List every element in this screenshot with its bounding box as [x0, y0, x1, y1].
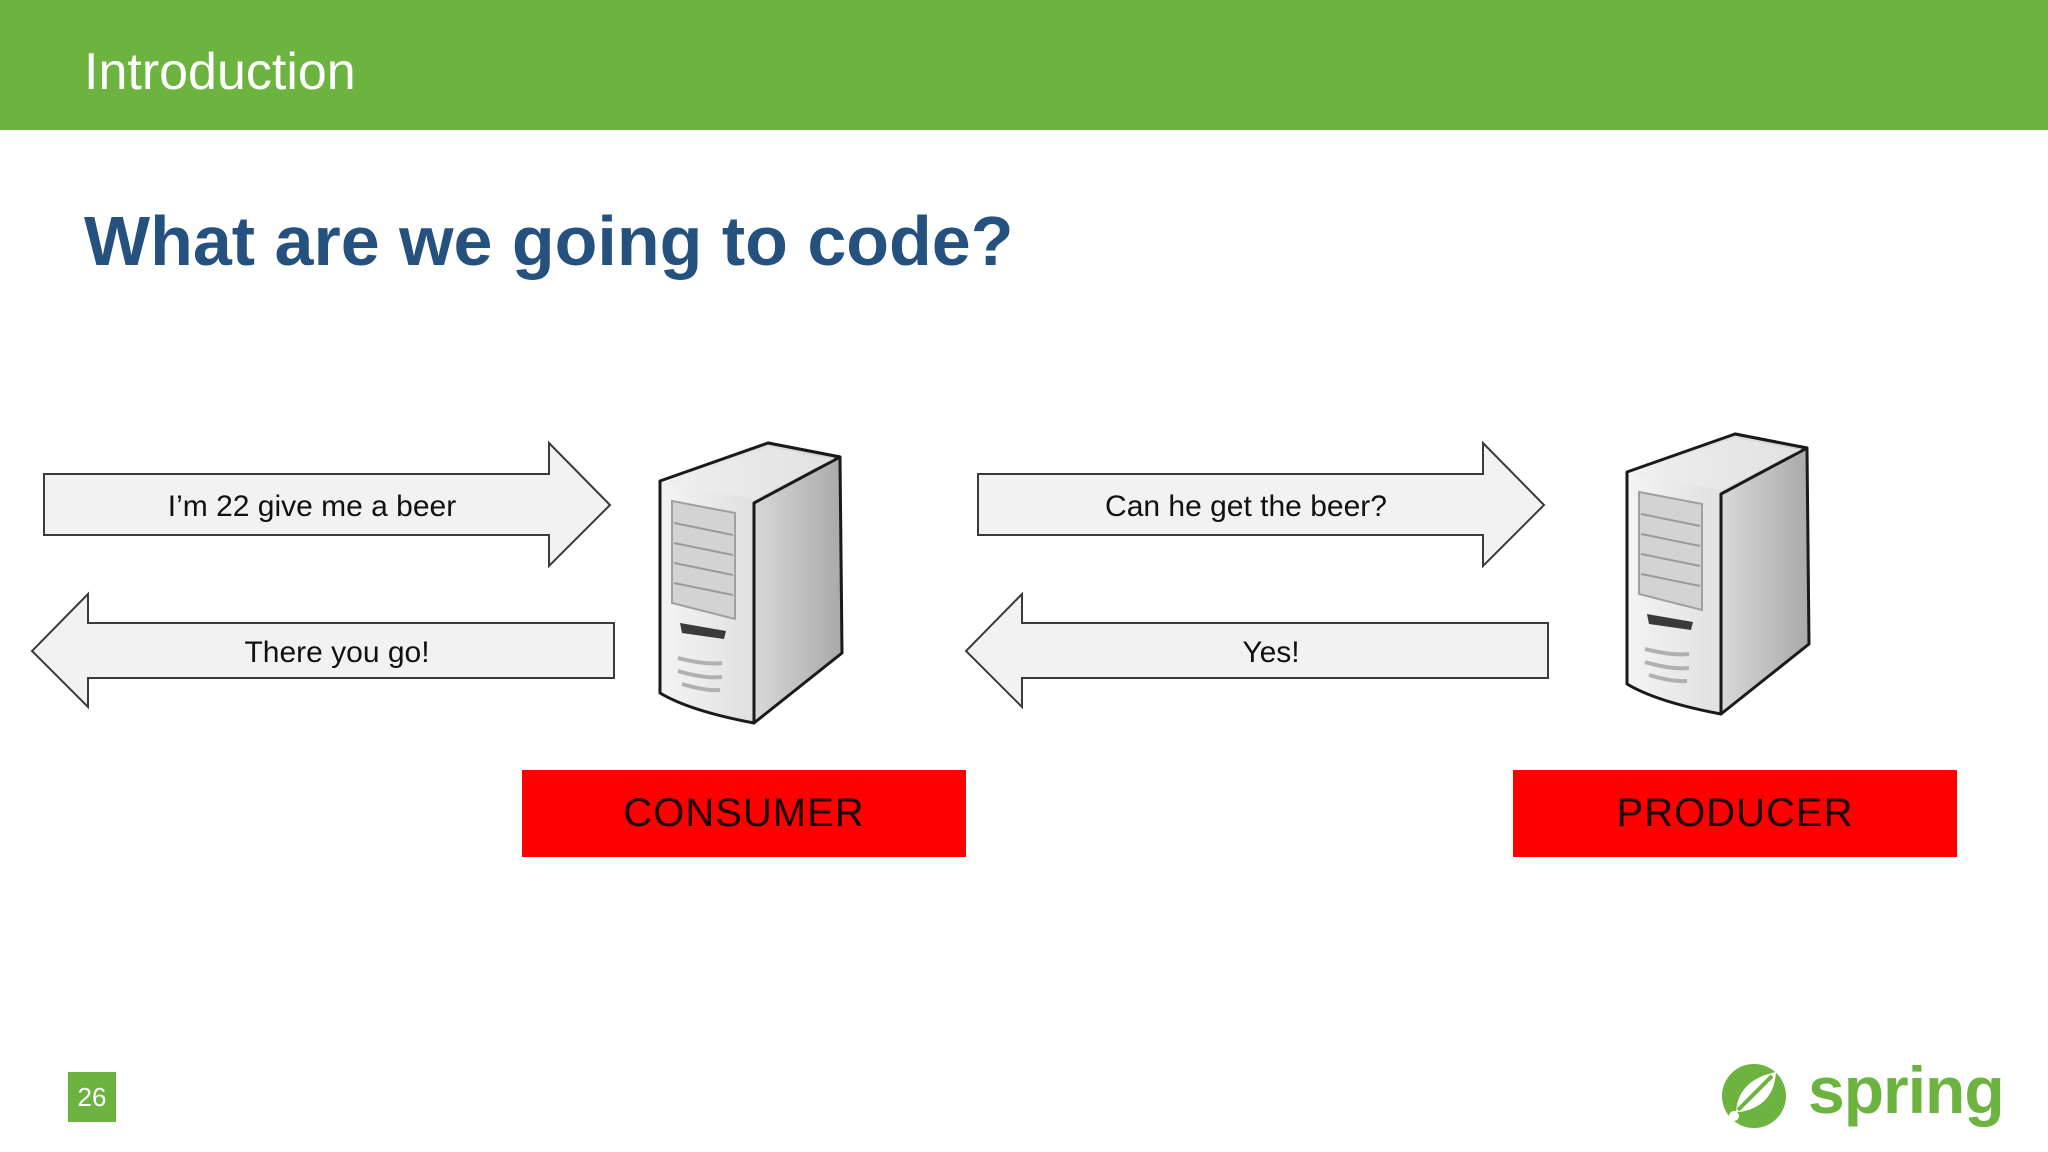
producer-label: PRODUCER	[1513, 770, 1957, 857]
page-number: 26	[68, 1072, 116, 1122]
producer-request-text: Can he get the beer?	[1105, 490, 1387, 523]
producer-response-text: Yes!	[1242, 636, 1299, 669]
producer-request-arrow	[977, 440, 1546, 569]
consumer-response-arrow	[30, 591, 615, 710]
spring-logo: spring	[1716, 1053, 2005, 1134]
header-bar: Introduction	[0, 0, 2048, 130]
spring-wordmark: spring	[1808, 1053, 2005, 1127]
producer-server-icon	[1625, 432, 1811, 716]
consumer-label: CONSUMER	[522, 770, 966, 857]
consumer-label-text: CONSUMER	[623, 791, 865, 835]
consumer-response-text: There you go!	[244, 636, 429, 669]
consumer-request-arrow	[43, 440, 612, 569]
producer-response-arrow	[964, 591, 1549, 710]
producer-label-text: PRODUCER	[1616, 791, 1854, 835]
spring-leaf-icon	[1722, 1064, 1786, 1128]
slide-title: What are we going to code?	[84, 202, 1014, 280]
consumer-server-icon	[658, 441, 844, 725]
section-title: Introduction	[84, 43, 356, 101]
consumer-request-text: I’m 22 give me a beer	[168, 490, 456, 523]
